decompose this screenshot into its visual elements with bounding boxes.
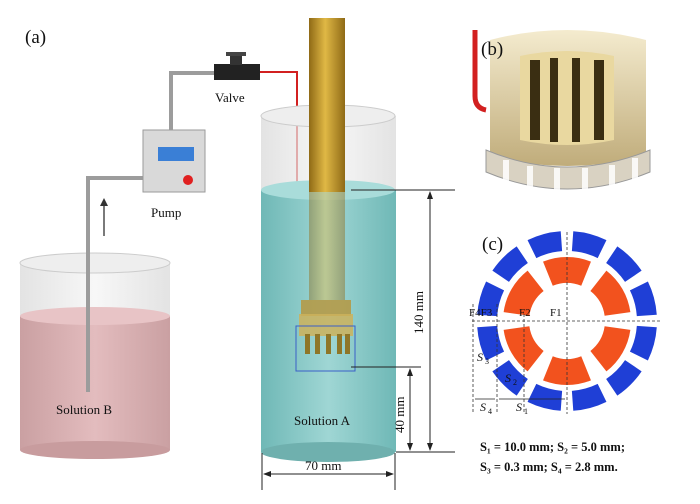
dim-140mm: 140 mm: [411, 291, 426, 334]
valve: [214, 52, 260, 80]
outer-electrode-segment: [629, 281, 657, 317]
caption-line-2: S₃ = 0.3 mm; S₄ = 2.8 mm.: [480, 460, 618, 474]
label-s3: S 3: [477, 350, 489, 366]
panel-label-c: (c): [482, 234, 503, 255]
inner-electrode-segment: [543, 257, 591, 286]
outer-electrode-segment: [606, 246, 642, 282]
svg-text:3: 3: [485, 357, 489, 366]
panel-b-closeup: [472, 28, 662, 193]
inner-electrode-segment: [590, 326, 631, 372]
label-f4f3: F4F3: [469, 307, 493, 319]
dimension-lines: [261, 189, 455, 490]
flow-arrow-icon: [100, 198, 108, 236]
outer-electrode-segment: [527, 231, 563, 259]
inner-electrode-segment: [590, 270, 631, 316]
label-f1: F1: [550, 307, 562, 319]
label-f2: F2: [519, 307, 531, 319]
electrode-rod: [299, 18, 353, 354]
label-pump: Pump: [151, 205, 181, 220]
inner-electrode-segment: [503, 326, 544, 372]
label-solution-b: Solution B: [56, 402, 112, 417]
svg-text:S: S: [477, 350, 483, 364]
svg-text:S: S: [516, 400, 522, 414]
svg-text:S: S: [505, 371, 511, 385]
label-solution-a: Solution A: [294, 413, 351, 428]
outer-electrode-segment: [492, 246, 528, 282]
pipe-b-to-pump: [86, 176, 144, 392]
center-axes: [472, 232, 660, 414]
label-s2: S 2: [505, 371, 517, 387]
panel-label-b: (b): [481, 39, 503, 60]
label-s4: S 4: [480, 400, 492, 416]
outer-electrode-segment: [629, 325, 657, 361]
beaker-solution-b: [19, 252, 171, 459]
pipe-pump-to-valve: [169, 71, 214, 130]
label-s1: S 1: [516, 400, 528, 416]
caption-line-1: S₁ = 10.0 mm; S₂ = 5.0 mm;: [480, 440, 625, 454]
svg-text:S: S: [480, 400, 486, 414]
outer-electrode-segment: [477, 281, 505, 317]
panel-label-a: (a): [25, 27, 46, 48]
svg-text:4: 4: [488, 407, 492, 416]
pump: [142, 129, 206, 193]
outer-electrode-segment: [571, 383, 607, 411]
outer-electrode-segment: [527, 383, 563, 411]
dim-40mm: 40 mm: [392, 397, 407, 433]
label-valve: Valve: [215, 90, 245, 105]
inner-electrode-segment: [503, 270, 544, 316]
zoom-box: [295, 325, 356, 372]
dimension-arrowheads: [263, 191, 433, 477]
inner-electrode-segment: [543, 356, 591, 385]
outer-electrode-segment: [571, 231, 607, 259]
svg-text:1: 1: [524, 407, 528, 416]
outer-electrode-segment: [492, 360, 528, 396]
dim-70mm: 70 mm: [305, 458, 341, 473]
outer-electrode-segment: [606, 360, 642, 396]
svg-text:2: 2: [513, 378, 517, 387]
